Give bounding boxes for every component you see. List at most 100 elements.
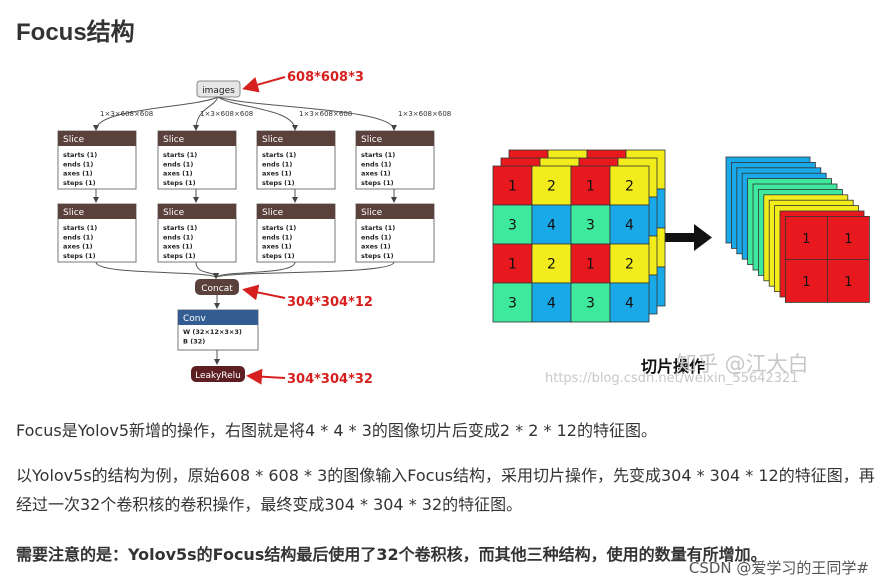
slice-param: ends (1)	[262, 160, 292, 168]
grid-cell	[531, 243, 572, 284]
slice-param: steps (1)	[163, 252, 196, 260]
slice-param: starts (1)	[163, 224, 197, 232]
edge-images-slice	[93, 96, 219, 131]
slice-param: axes (1)	[63, 243, 93, 251]
slice-node-title: Slice	[262, 208, 284, 218]
conv-param: B (32)	[183, 338, 205, 346]
slice-param: starts (1)	[63, 224, 97, 232]
grid-cell-label: 4	[547, 296, 556, 312]
slice-param: ends (1)	[163, 233, 193, 241]
grid-cell	[531, 282, 572, 323]
slice-param: steps (1)	[361, 179, 394, 187]
slice-node-header	[356, 204, 434, 219]
slice-node-title: Slice	[361, 135, 383, 145]
slice-node-header	[356, 131, 434, 146]
slice-param: axes (1)	[262, 243, 292, 251]
slice-node-header	[257, 131, 335, 146]
slice-param: ends (1)	[63, 160, 93, 168]
slicing-arrow-head	[694, 224, 712, 251]
edge-shape-label: 1×3×608×608	[299, 110, 352, 118]
slice-param: ends (1)	[163, 160, 193, 168]
images-node-label: images	[202, 86, 235, 96]
slice-node-title: Slice	[361, 208, 383, 218]
output-cell-label: 1	[844, 232, 852, 247]
slice-node-title: Slice	[63, 208, 85, 218]
output-cell	[785, 215, 828, 260]
concat-node-label: Concat	[201, 284, 233, 294]
grid-cell-label: 2	[547, 179, 556, 195]
zhihu-watermark: 知乎 @江大白	[676, 352, 809, 376]
leakyrelu-node	[191, 366, 245, 382]
grid-cell-label: 1	[508, 257, 517, 273]
slice-param: starts (1)	[262, 151, 296, 159]
slice-node-title: Slice	[163, 208, 185, 218]
grid-cell	[492, 243, 533, 284]
grid-cell-label: 1	[586, 179, 595, 195]
grid-cell	[609, 282, 650, 323]
grid-cell	[492, 204, 533, 245]
annotation-input-shape: 608*608*3	[287, 70, 364, 85]
slice-param: starts (1)	[262, 224, 296, 232]
slice-param: axes (1)	[63, 170, 93, 178]
slice-param: axes (1)	[163, 170, 193, 178]
slice-param: starts (1)	[361, 151, 395, 159]
slice-node-header	[58, 131, 136, 146]
slice-param: steps (1)	[361, 252, 394, 260]
grid-cell	[531, 204, 572, 245]
grid-cell-label: 2	[625, 179, 634, 195]
annotation-output-shape: 304*304*32	[287, 372, 373, 387]
grid-cell	[492, 165, 533, 206]
slice-param: steps (1)	[63, 252, 96, 260]
output-cell-label: 1	[844, 275, 852, 290]
output-cell	[785, 258, 828, 303]
grid-cell-label: 3	[508, 296, 517, 312]
slice-param: steps (1)	[63, 179, 96, 187]
focus-diagram: images 1×3×608×608 1×3×608×608 1×3×608×608 1…	[57, 70, 870, 387]
slice-param: ends (1)	[361, 160, 391, 168]
annotation-arrow	[242, 76, 286, 93]
url-watermark: https://blog.csdn.net/weixin_55642321	[545, 371, 799, 386]
slice-param: axes (1)	[262, 170, 292, 178]
edge-shape-label: 1×3×608×608	[100, 110, 153, 118]
edge-images-slice	[217, 96, 298, 131]
slice-node-header	[158, 131, 236, 146]
grid-cell	[531, 165, 572, 206]
annotation-arrow	[242, 284, 286, 301]
annotation-concat-shape: 304*304*12	[287, 295, 373, 310]
slice-param: steps (1)	[262, 252, 295, 260]
output-cell-label: 1	[802, 275, 810, 290]
edge-images-slice	[193, 96, 219, 131]
output-cell	[827, 215, 870, 260]
edge-slice-concat	[195, 261, 219, 279]
slice-node-title: Slice	[163, 135, 185, 145]
slice-node-title: Slice	[262, 135, 284, 145]
slice-param: starts (1)	[63, 151, 97, 159]
grid-cell-label: 3	[586, 218, 595, 234]
paragraph-focus-intro: Focus是Yolov5新增的操作，右图就是将4 * 4 * 3的图像切片后变成…	[16, 421, 657, 440]
grid-cell	[609, 243, 650, 284]
grid-cell	[570, 165, 611, 206]
grid-cell-label: 2	[547, 257, 556, 273]
slice-param: steps (1)	[163, 179, 196, 187]
slice-param: axes (1)	[361, 243, 391, 251]
output-cell	[827, 258, 870, 303]
grid-cell	[492, 282, 533, 323]
slice-param: axes (1)	[361, 170, 391, 178]
slicing-arrow	[652, 233, 694, 242]
grid-cell-label: 2	[625, 257, 634, 273]
paragraph-note: 需要注意的是：Yolov5s的Focus结构最后使用了32个卷积核，而其他三种结…	[16, 545, 767, 564]
slice-param: starts (1)	[361, 224, 395, 232]
grid-cell-label: 1	[586, 257, 595, 273]
slice-node-header	[58, 204, 136, 219]
conv-param: W (32×12×3×3)	[183, 328, 242, 336]
edge-shape-label: 1×3×608×608	[398, 110, 451, 118]
output-cell-label: 1	[802, 232, 810, 247]
grid-cell-label: 3	[586, 296, 595, 312]
slicing-caption: 切片操作	[641, 357, 705, 376]
concat-node	[195, 279, 239, 295]
slice-param: ends (1)	[63, 233, 93, 241]
grid-cell	[570, 204, 611, 245]
annotation-arrow	[246, 368, 286, 385]
grid-cell-label: 3	[508, 218, 517, 234]
slice-param: axes (1)	[163, 243, 193, 251]
